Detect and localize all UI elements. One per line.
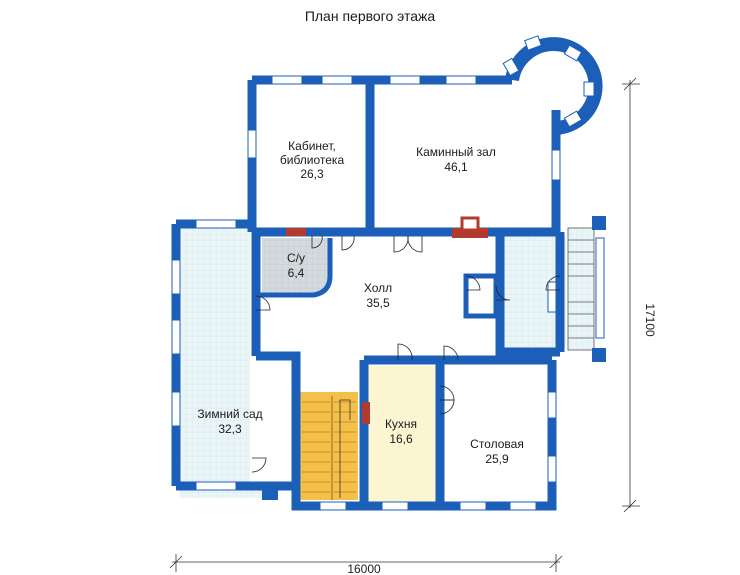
winter-garden-floor	[172, 224, 250, 486]
terrace-post-bottom	[592, 348, 606, 362]
wc-floor	[262, 238, 330, 293]
fireplace-floor	[370, 84, 552, 230]
stair-treads	[302, 396, 356, 500]
study-label-line2: библиотека	[280, 153, 345, 167]
plan-title: План первого этажа	[304, 8, 436, 24]
dining-floor	[444, 366, 548, 502]
tower-windows	[502, 35, 595, 128]
hall-label: Холл	[364, 281, 392, 295]
winter-garden-area: 32,3	[218, 422, 242, 436]
terrace-post-top	[592, 216, 606, 230]
width-dimension: 16000	[347, 562, 381, 575]
porch-post	[262, 484, 278, 500]
wc-wall	[260, 238, 333, 298]
kitchen-floor	[368, 366, 440, 502]
terrace-stairs	[567, 227, 595, 351]
fireplace-hall-area: 46,1	[444, 160, 468, 174]
dimension-lines	[169, 77, 640, 572]
fireplace-box	[460, 216, 480, 232]
staircase-floor	[298, 392, 358, 500]
kitchen-label: Кухня	[385, 417, 417, 431]
doors	[251, 235, 561, 473]
hall-area: 35,5	[366, 296, 390, 310]
tower-wall	[505, 37, 603, 135]
dining-area: 25,9	[485, 452, 509, 466]
tower-floor	[513, 50, 589, 126]
kitchen-stove	[362, 402, 370, 424]
dining-label: Столовая	[470, 437, 524, 451]
height-dimension: 17100	[643, 303, 657, 337]
fireplaces	[286, 216, 488, 424]
windows	[171, 75, 605, 511]
room-labels: Кабинет, библиотека 26,3 Каминный зал 46…	[197, 139, 523, 466]
kitchen-area: 16,6	[389, 432, 413, 446]
fireplace-hearth	[452, 228, 488, 238]
fireplace-hall-label: Каминный зал	[416, 145, 496, 159]
study-stove	[286, 228, 306, 236]
winter-garden-label: Зимний сад	[197, 407, 262, 421]
study-label-line1: Кабинет,	[288, 139, 336, 153]
wc-area: 6,4	[288, 266, 305, 280]
study-floor	[256, 84, 370, 230]
study-area: 26,3	[300, 167, 324, 181]
wc-label: С/у	[287, 251, 305, 265]
